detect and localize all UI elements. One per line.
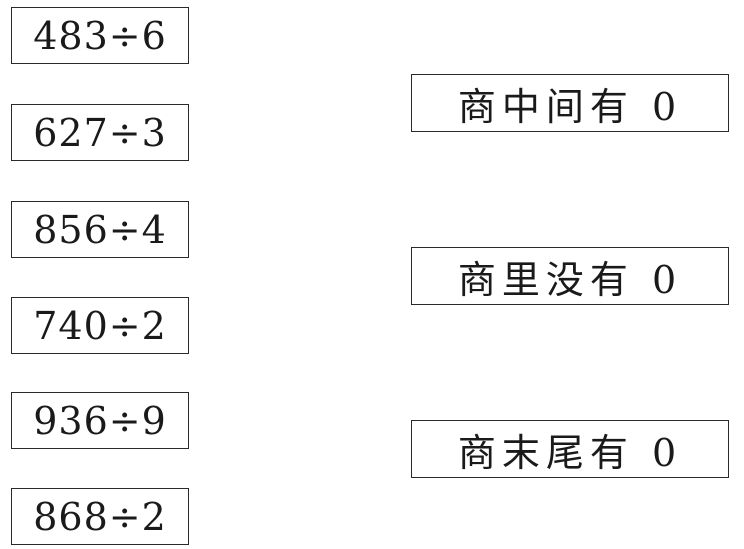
- category-box-no-zero[interactable]: 商里没有 0: [411, 247, 729, 305]
- expression-box-3[interactable]: 856÷4: [11, 201, 189, 258]
- expression-box-5[interactable]: 936÷9: [11, 392, 189, 449]
- expression-box-6[interactable]: 868÷2: [11, 488, 189, 545]
- category-box-end-zero[interactable]: 商末尾有 0: [411, 420, 729, 478]
- category-box-middle-zero[interactable]: 商中间有 0: [411, 74, 729, 132]
- expression-box-1[interactable]: 483÷6: [11, 7, 189, 64]
- expression-box-4[interactable]: 740÷2: [11, 297, 189, 354]
- expression-box-2[interactable]: 627÷3: [11, 104, 189, 161]
